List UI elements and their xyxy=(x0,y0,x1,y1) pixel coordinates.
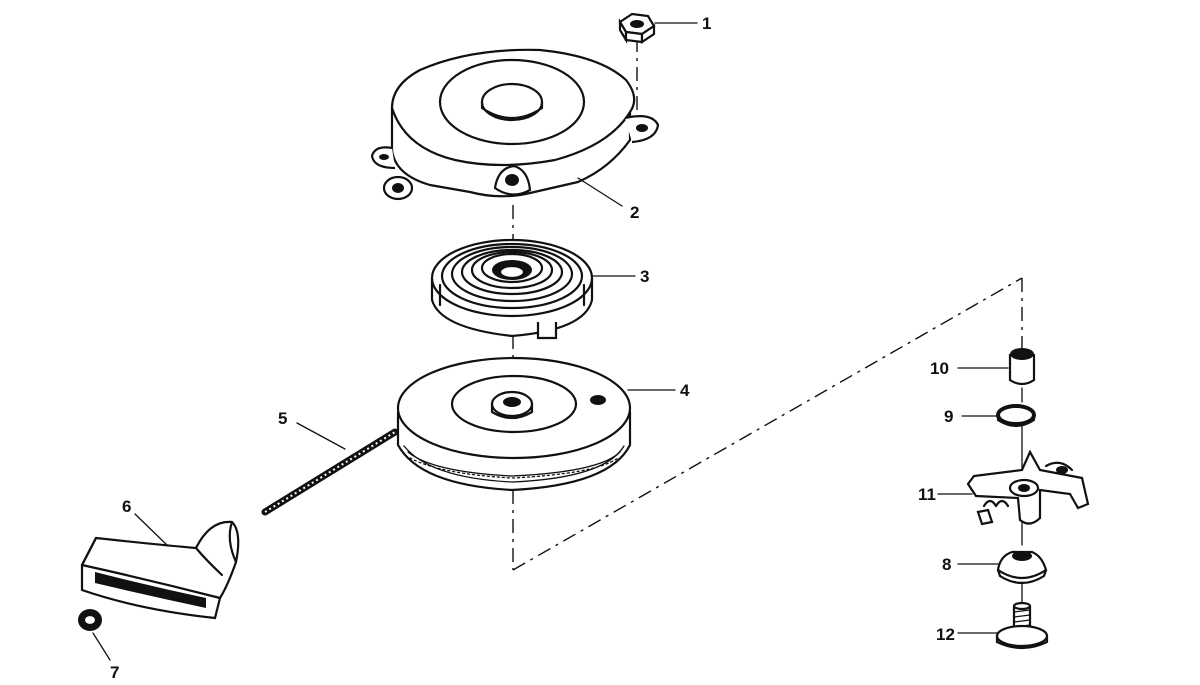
callout-1: 1 xyxy=(702,14,711,33)
callout-6: 6 xyxy=(122,497,131,516)
pawl-clip-part-11 xyxy=(966,449,1090,526)
callout-8: 8 xyxy=(942,555,951,574)
starter-handle-part-6 xyxy=(80,520,240,620)
callout-numbers: 1 2 3 4 5 6 7 8 9 10 11 12 xyxy=(110,14,955,682)
callout-2: 2 xyxy=(630,203,639,222)
rope-pulley-part-4 xyxy=(396,356,632,492)
callout-10: 10 xyxy=(930,359,949,378)
starter-housing-part-2 xyxy=(370,48,660,201)
callout-11: 11 xyxy=(918,485,936,504)
callout-9: 9 xyxy=(944,407,953,426)
callout-12: 12 xyxy=(936,625,955,644)
washer-part-7 xyxy=(78,609,102,631)
spacer-bushing-part-10 xyxy=(1008,348,1036,386)
shoulder-washer-part-8 xyxy=(996,550,1048,585)
callout-7: 7 xyxy=(110,663,119,682)
hex-nut-part-1 xyxy=(618,12,656,45)
callout-4: 4 xyxy=(680,381,690,400)
shoulder-screw-part-12 xyxy=(995,601,1049,650)
ring-washer-part-9 xyxy=(996,404,1036,428)
assembly-guide-lines xyxy=(512,38,1023,606)
recoil-spring-part-3 xyxy=(430,238,594,340)
callout-3: 3 xyxy=(640,267,649,286)
callout-5: 5 xyxy=(278,409,287,428)
callout-leaders xyxy=(92,22,1009,661)
starter-rope-part-5 xyxy=(261,428,399,516)
